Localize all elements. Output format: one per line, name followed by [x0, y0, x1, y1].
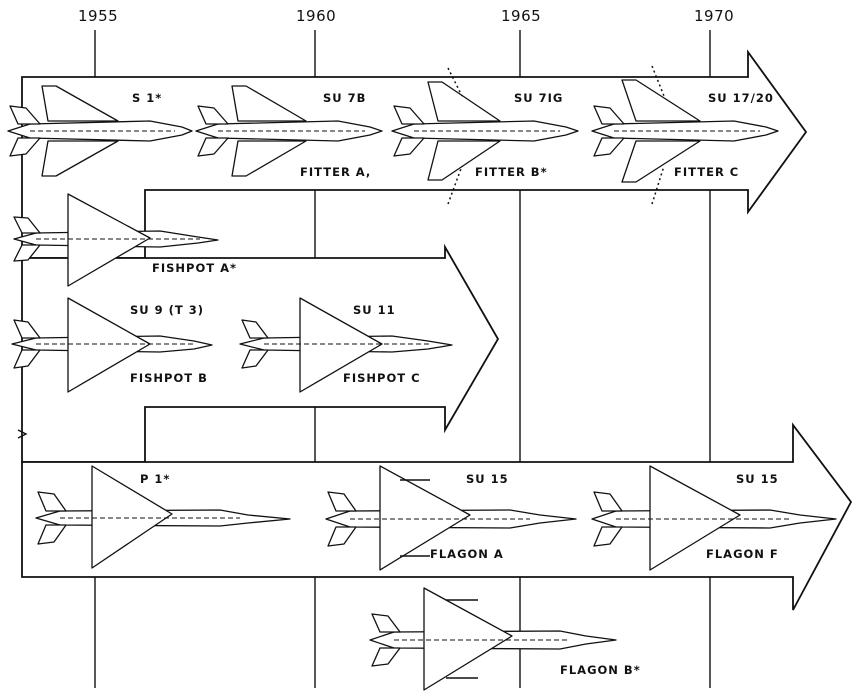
- label-su15-a: SU 15: [466, 472, 509, 486]
- label-su1720: SU 17/20: [708, 91, 774, 105]
- label-su15-f: SU 15: [736, 472, 779, 486]
- fitter-lineage-arrow: [22, 52, 806, 258]
- label-p1: P 1*: [140, 472, 170, 486]
- label-flagon-b: FLAGON B*: [560, 663, 641, 677]
- label-fishpot-b: FISHPOT B: [130, 371, 208, 385]
- label-fishpot-c: FISHPOT C: [343, 371, 421, 385]
- label-fitter-b: FITTER B*: [475, 165, 548, 179]
- label-su9: SU 9 (T 3): [130, 303, 204, 317]
- label-fishpot-a: FISHPOT A*: [152, 261, 237, 275]
- label-su11: SU 11: [353, 303, 396, 317]
- label-s1: S 1*: [132, 91, 162, 105]
- label-su7ig: SU 7IG: [514, 91, 563, 105]
- label-fitter-c: FITTER C: [674, 165, 739, 179]
- label-flagon-a: FLAGON A: [430, 547, 504, 561]
- label-flagon-f: FLAGON F: [706, 547, 779, 561]
- year-label-1955: 1955: [78, 7, 118, 25]
- year-label-1965: 1965: [501, 7, 541, 25]
- year-label-1970: 1970: [694, 7, 734, 25]
- label-su7b: SU 7B: [323, 91, 366, 105]
- year-label-1960: 1960: [296, 7, 336, 25]
- label-fitter-a: FITTER A,: [300, 165, 371, 179]
